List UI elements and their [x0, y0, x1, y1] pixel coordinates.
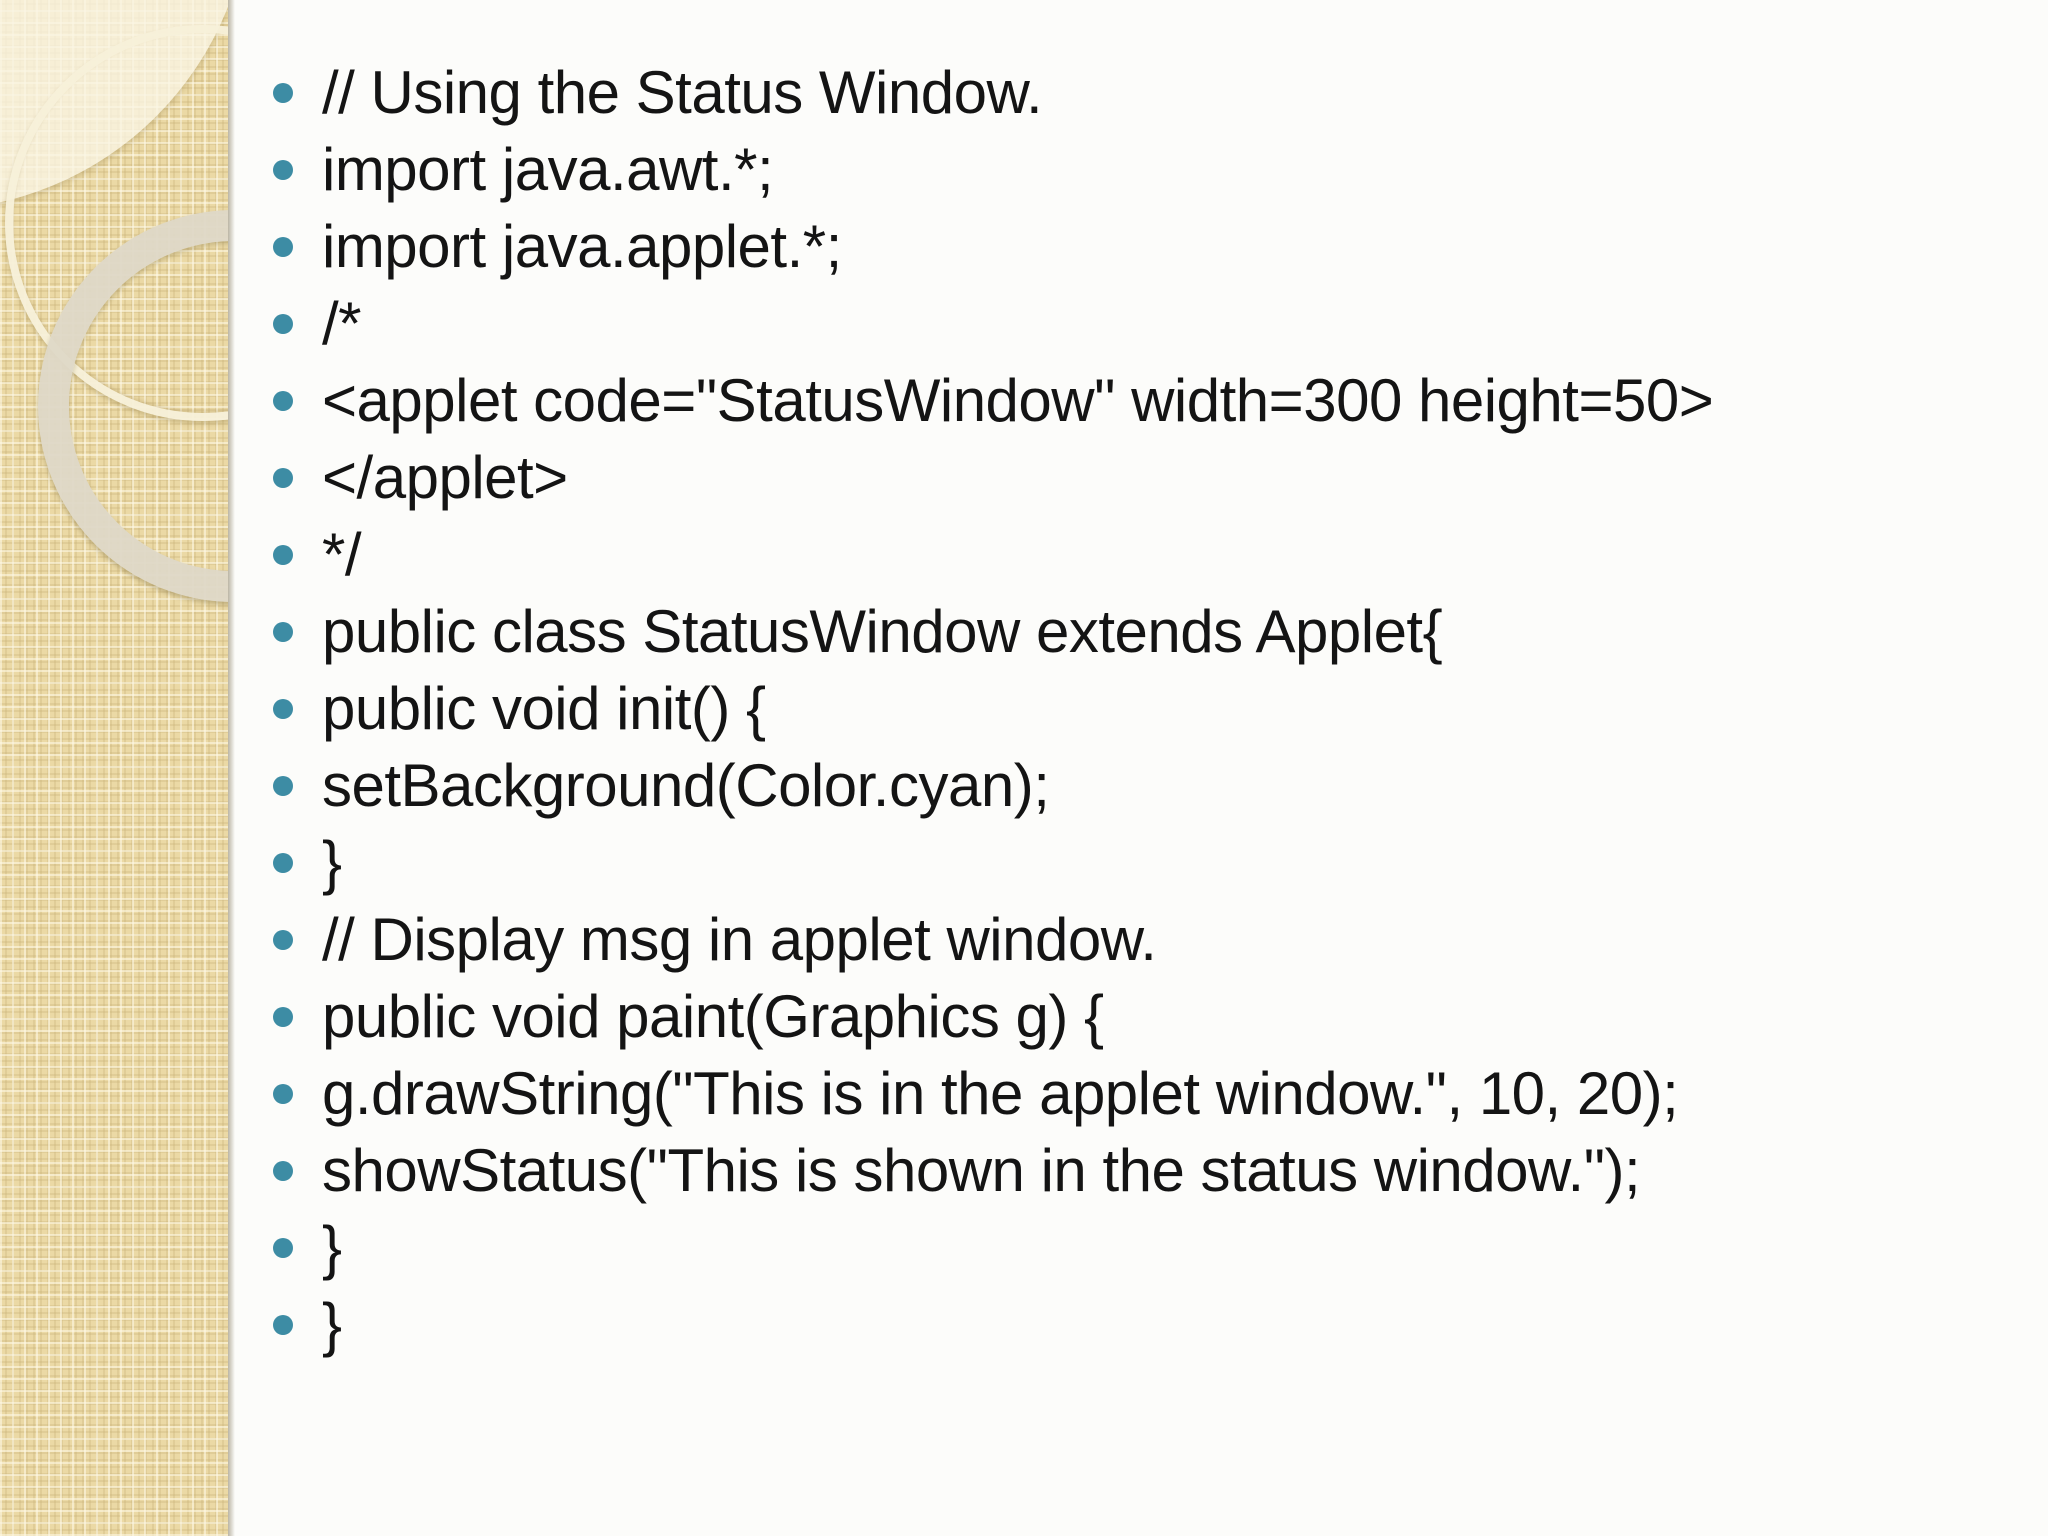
- code-line-text: import java.applet.*;: [322, 213, 842, 280]
- bullet-icon: [273, 621, 293, 642]
- code-line: public void init() {: [273, 670, 1973, 747]
- code-line: }: [273, 1209, 1973, 1286]
- code-line-text: }: [322, 1291, 342, 1358]
- code-line-text: showStatus("This is shown in the status …: [322, 1137, 1641, 1204]
- code-line-text: g.drawString("This is in the applet wind…: [322, 1060, 1679, 1127]
- bullet-icon: [273, 1314, 293, 1335]
- code-line-text: // Using the Status Window.: [322, 59, 1043, 126]
- code-line: import java.awt.*;: [273, 131, 1973, 208]
- bullet-icon: [273, 544, 293, 565]
- code-line: }: [273, 1286, 1973, 1363]
- bullet-icon: [273, 159, 293, 180]
- code-line-text: */: [322, 521, 362, 588]
- bullet-icon: [273, 929, 293, 950]
- bullet-icon: [273, 82, 293, 103]
- code-line: // Using the Status Window.: [273, 54, 1973, 131]
- bullet-icon: [273, 390, 293, 411]
- code-line-text: // Display msg in applet window.: [322, 906, 1157, 973]
- code-line: </applet>: [273, 439, 1973, 516]
- code-line-text: </applet>: [322, 444, 568, 511]
- code-line: g.drawString("This is in the applet wind…: [273, 1055, 1973, 1132]
- code-line-text: }: [322, 1214, 342, 1281]
- code-line: }: [273, 824, 1973, 901]
- code-line: showStatus("This is shown in the status …: [273, 1132, 1973, 1209]
- code-line-text: }: [322, 829, 342, 896]
- code-line: <applet code="StatusWindow" width=300 he…: [273, 362, 1973, 439]
- code-line: setBackground(Color.cyan);: [273, 747, 1973, 824]
- bullet-icon: [273, 1160, 293, 1181]
- code-line-text: /*: [322, 290, 362, 357]
- code-line: public class StatusWindow extends Applet…: [273, 593, 1973, 670]
- code-line: import java.applet.*;: [273, 208, 1973, 285]
- code-line-text: setBackground(Color.cyan);: [322, 752, 1050, 819]
- bullet-icon: [273, 236, 293, 257]
- sidebar-decoration: [0, 0, 228, 1536]
- code-line: */: [273, 516, 1973, 593]
- bullet-icon: [273, 467, 293, 488]
- bullet-icon: [273, 1006, 293, 1027]
- code-line-text: import java.awt.*;: [322, 136, 774, 203]
- code-line-text: public void init() {: [322, 675, 766, 742]
- bullet-icon: [273, 313, 293, 334]
- bullet-icon: [273, 1083, 293, 1104]
- code-bullet-list: // Using the Status Window. import java.…: [273, 54, 1973, 1363]
- code-line-text: public void paint(Graphics g) {: [322, 983, 1104, 1050]
- bullet-icon: [273, 852, 293, 873]
- code-line: public void paint(Graphics g) {: [273, 978, 1973, 1055]
- code-line-text: public class StatusWindow extends Applet…: [322, 598, 1443, 665]
- bullet-icon: [273, 775, 293, 796]
- code-line: // Display msg in applet window.: [273, 901, 1973, 978]
- code-line: /*: [273, 285, 1973, 362]
- bullet-icon: [273, 698, 293, 719]
- bullet-icon: [273, 1237, 293, 1258]
- code-line-text: <applet code="StatusWindow" width=300 he…: [322, 367, 1714, 434]
- sidebar-edge-shadow: [228, 0, 235, 1536]
